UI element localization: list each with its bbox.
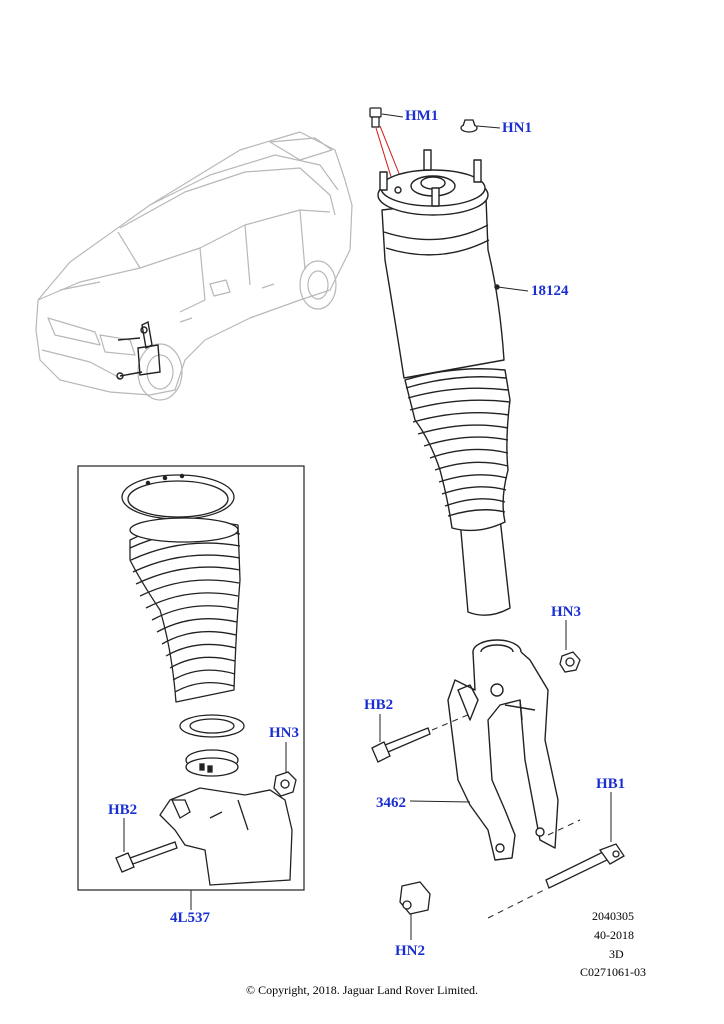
- callout-hb2-main: HB2: [364, 697, 394, 713]
- callout-hn2: HN2: [395, 943, 425, 959]
- bolt-hb2-main: [371, 727, 431, 763]
- callout-hn3-main: HN3: [551, 604, 581, 620]
- callout-18124: 18124: [531, 283, 569, 299]
- inset-nut-hn3: [273, 771, 297, 797]
- knuckle-3462: [447, 639, 559, 861]
- callout-4l537: 4L537: [170, 910, 211, 926]
- dashes-hb2-main: [431, 713, 471, 731]
- callout-hm1: HM1: [405, 108, 439, 124]
- vehicle-locator-illustration: [35, 131, 353, 401]
- bolt-hm1: [369, 107, 382, 128]
- nut-hn2: [399, 881, 431, 915]
- callout-leaders: [123, 113, 612, 940]
- callout-hn3-inset: HN3: [269, 725, 299, 741]
- copyright-notice: © Copyright, 2018. Jaguar Land Rover Lim…: [245, 983, 479, 997]
- leader-lines-hm1: [375, 125, 401, 181]
- vehicle-strut-highlight: [116, 320, 161, 380]
- reference-line-1: 2040305: [592, 909, 634, 923]
- nut-hn1: [460, 119, 478, 133]
- inset-bolt-hb2: [115, 841, 178, 873]
- reference-line-2: 40-2018: [594, 928, 634, 942]
- inset-dust-boot: [121, 473, 241, 703]
- inset-knuckle: [159, 787, 293, 886]
- callout-hb2-inset: HB2: [108, 802, 138, 818]
- air-spring-strut-18124: [377, 149, 511, 616]
- callout-hn1: HN1: [502, 120, 532, 136]
- nut-hn3-main: [559, 651, 581, 673]
- bolt-hb1: [545, 843, 625, 889]
- callout-3462: 3462: [376, 795, 406, 811]
- dashes-hb1: [487, 819, 581, 919]
- reference-line-4: C0271061-03: [580, 965, 646, 979]
- reference-line-3: 3D: [609, 947, 624, 961]
- inset-seal-rings: [179, 714, 245, 777]
- callout-hb1: HB1: [596, 776, 626, 792]
